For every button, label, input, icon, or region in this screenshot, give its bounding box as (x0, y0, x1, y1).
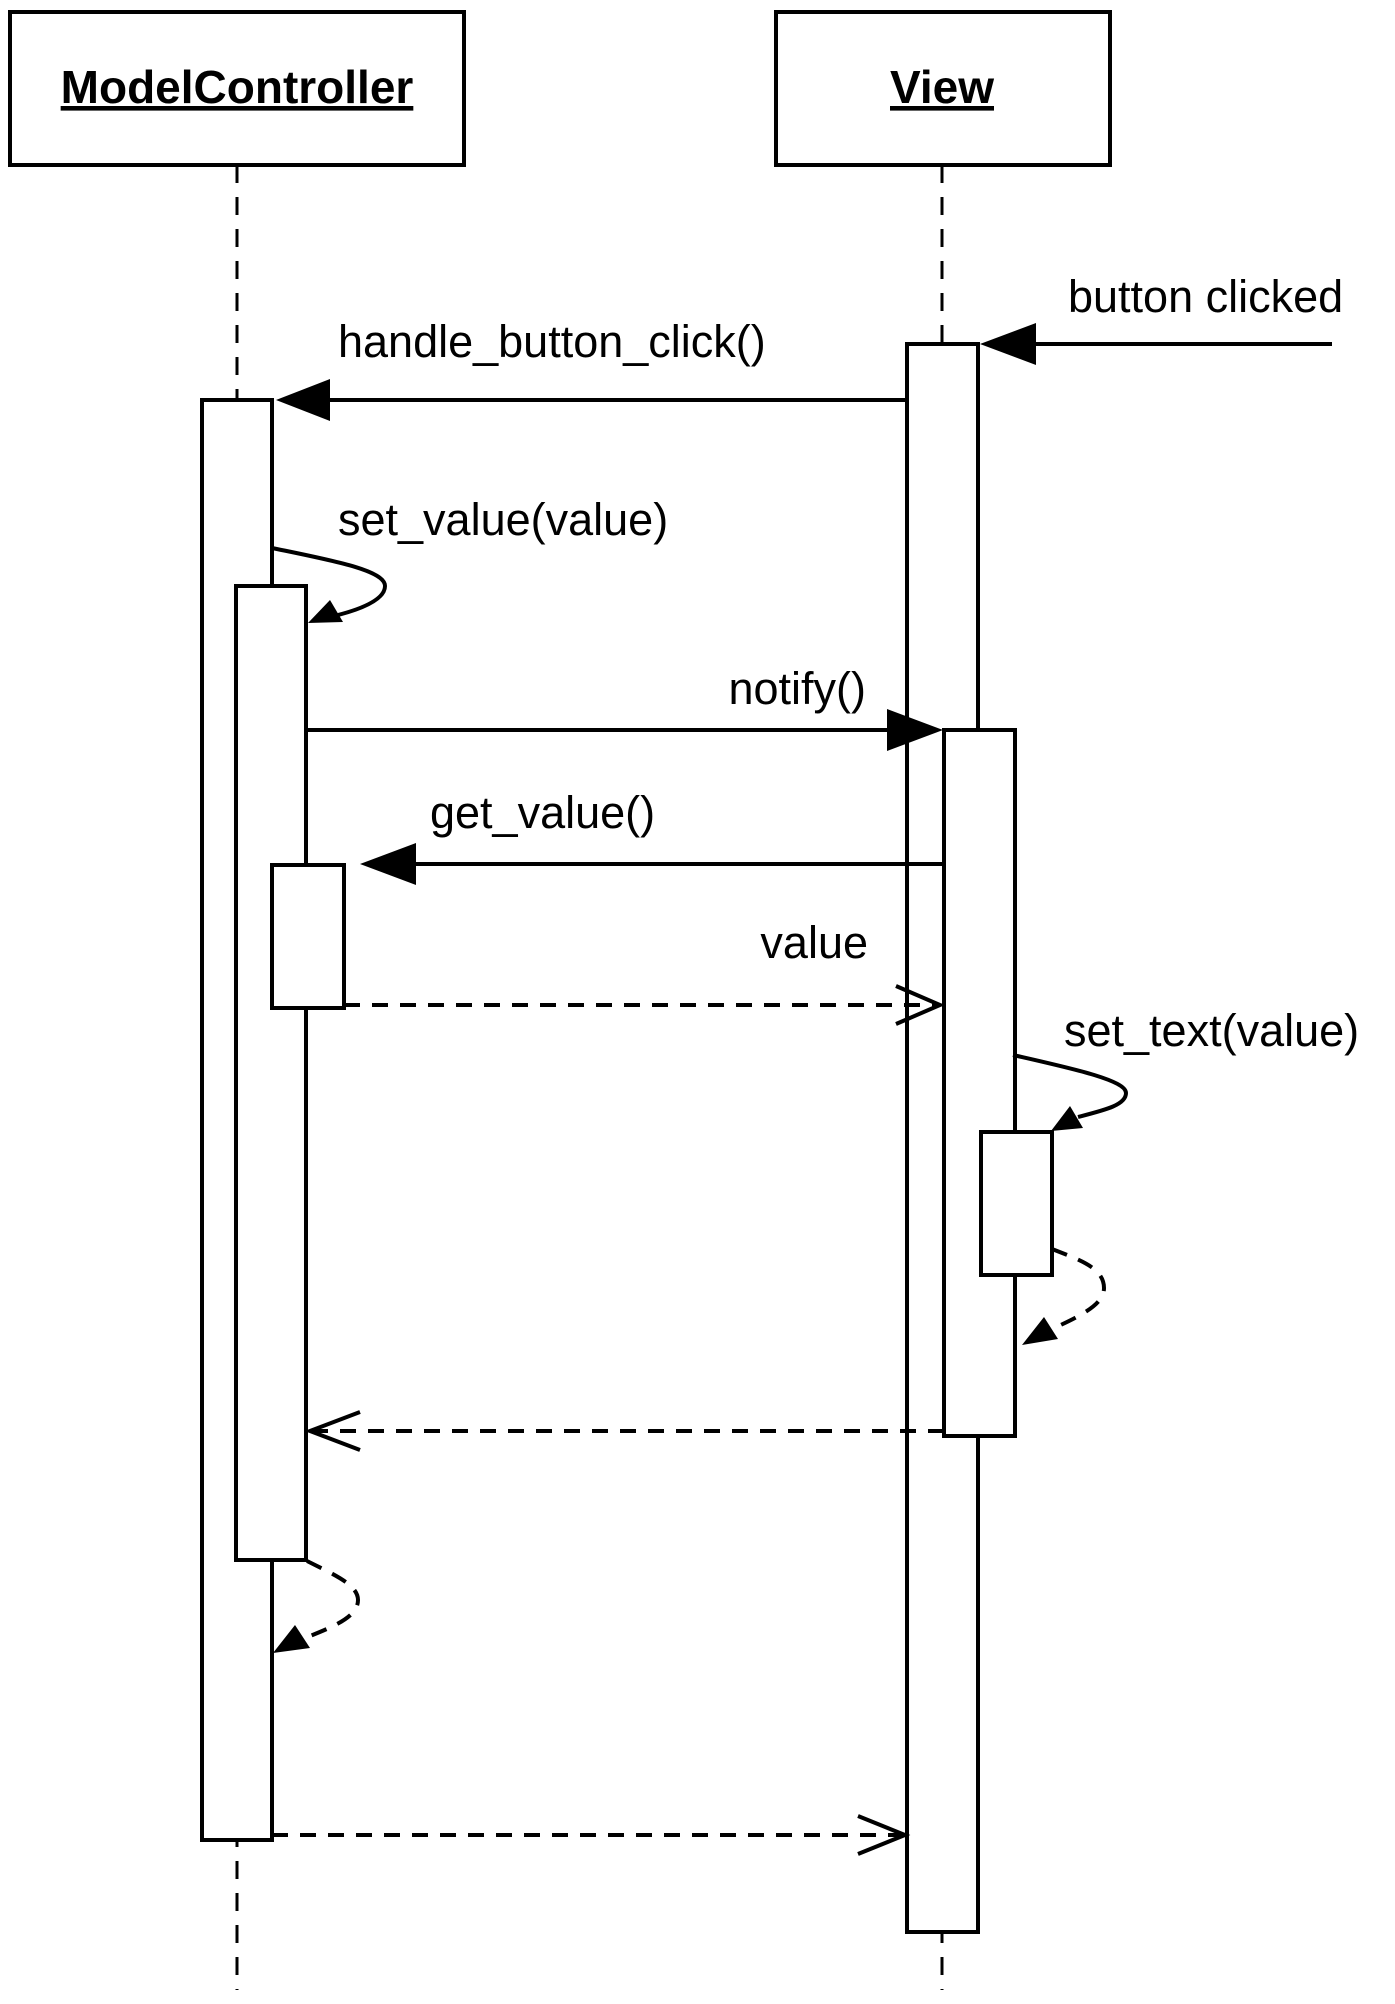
message-value-return: value (344, 917, 946, 1026)
message-handle-button-click-return (272, 1814, 911, 1856)
arrowhead-filled-icon (1022, 1317, 1058, 1345)
message-set-text-return (1022, 1247, 1107, 1345)
arrowhead-filled-icon (360, 843, 416, 885)
message-notify: notify() (306, 663, 943, 751)
lifeline-label-view: View (890, 61, 994, 113)
message-label: get_value() (430, 787, 655, 838)
arrowhead-open-icon (895, 984, 946, 1026)
message-set-value-return (273, 1559, 361, 1653)
message-label: notify() (728, 663, 866, 714)
activation-view-set-text (979, 1130, 1054, 1277)
arrowhead-filled-icon (276, 379, 330, 421)
arrowhead-filled-icon (273, 1625, 310, 1653)
arrowhead-open-icon (304, 1410, 361, 1452)
message-button-clicked: button clicked (980, 271, 1343, 365)
arrowhead-filled-icon (887, 709, 943, 751)
message-set-text: set_text(value) (1012, 1005, 1359, 1131)
message-set-value: set_value(value) (271, 494, 668, 623)
message-get-value: get_value() (360, 787, 944, 885)
message-label: set_value(value) (338, 494, 668, 545)
activation-modelcontroller-get-value (270, 863, 346, 1010)
activation-view-notify (942, 728, 1017, 1438)
arrowhead-filled-icon (308, 600, 343, 623)
message-handle-button-click: handle_button_click() (276, 316, 907, 421)
lifeline-header-view: View (774, 10, 1112, 167)
message-label: set_text(value) (1064, 1005, 1359, 1056)
message-label: button clicked (1068, 271, 1343, 322)
arrowhead-open-icon (857, 1814, 911, 1856)
lifeline-header-modelcontroller: ModelController (8, 10, 466, 167)
lifeline-label-modelcontroller: ModelController (61, 61, 414, 113)
message-notify-return (304, 1410, 944, 1452)
arrowhead-filled-icon (980, 323, 1036, 365)
message-label: value (760, 917, 868, 968)
arrowhead-filled-icon (1051, 1106, 1083, 1131)
activation-modelcontroller-set-value (234, 584, 308, 1562)
message-label: handle_button_click() (338, 316, 766, 367)
